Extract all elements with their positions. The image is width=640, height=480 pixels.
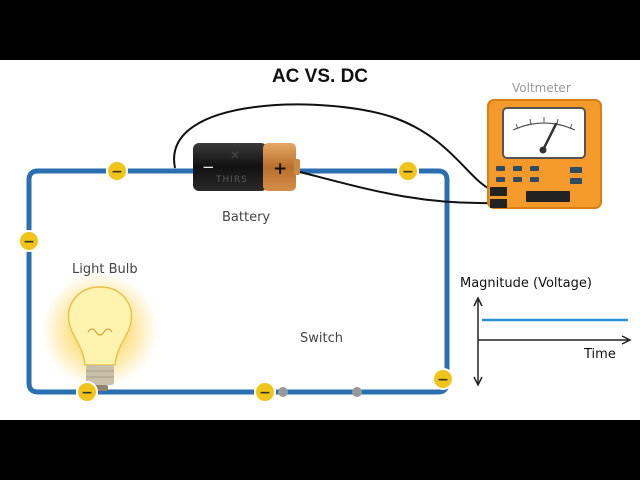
electron: −: [106, 160, 128, 182]
electron: −: [397, 160, 419, 182]
electron-symbol: −: [111, 164, 123, 180]
electron: −: [76, 381, 98, 403]
voltmeter-needle: [541, 122, 558, 152]
battery-minus-sign: −: [202, 158, 215, 176]
battery-plus-sign: +: [273, 159, 287, 179]
battery: − THIRS +: [193, 143, 300, 191]
voltmeter-probe-wire-bottom: [299, 171, 498, 205]
electron-symbol: −: [259, 385, 271, 401]
voltmeter-display: [526, 191, 570, 202]
voltmeter-label: Voltmeter: [512, 81, 571, 95]
light-bulb: [42, 272, 158, 391]
circuit-wire: [26, 168, 450, 395]
bulb-base: [86, 365, 114, 385]
light-bulb-label: Light Bulb: [72, 262, 138, 277]
bulb-filament: [87, 328, 113, 336]
voltmeter: [487, 99, 602, 209]
electron: −: [432, 368, 454, 390]
voltage-time-graph: [473, 296, 632, 387]
voltmeter-dial: [502, 107, 586, 159]
electron: −: [254, 381, 276, 403]
switch-label: Switch: [300, 331, 343, 346]
voltmeter-terminal: [490, 199, 507, 208]
page-title: AC VS. DC: [271, 66, 369, 87]
switch-contact-right: [352, 387, 362, 397]
switch-contact-left: [278, 387, 288, 397]
voltmeter-terminal: [490, 187, 507, 196]
electron-symbol: −: [437, 372, 449, 388]
electron-symbol: −: [23, 234, 35, 250]
battery-brand-text: THIRS: [215, 175, 248, 185]
graph-x-label: Time: [584, 347, 616, 362]
voltmeter-probe-wire-top: [173, 103, 498, 193]
electron: −: [18, 230, 40, 252]
electron-symbol: −: [402, 164, 414, 180]
electron-symbol: −: [81, 385, 93, 401]
battery-label: Battery: [222, 210, 271, 225]
graph-y-label: Magnitude (Voltage): [460, 276, 592, 291]
